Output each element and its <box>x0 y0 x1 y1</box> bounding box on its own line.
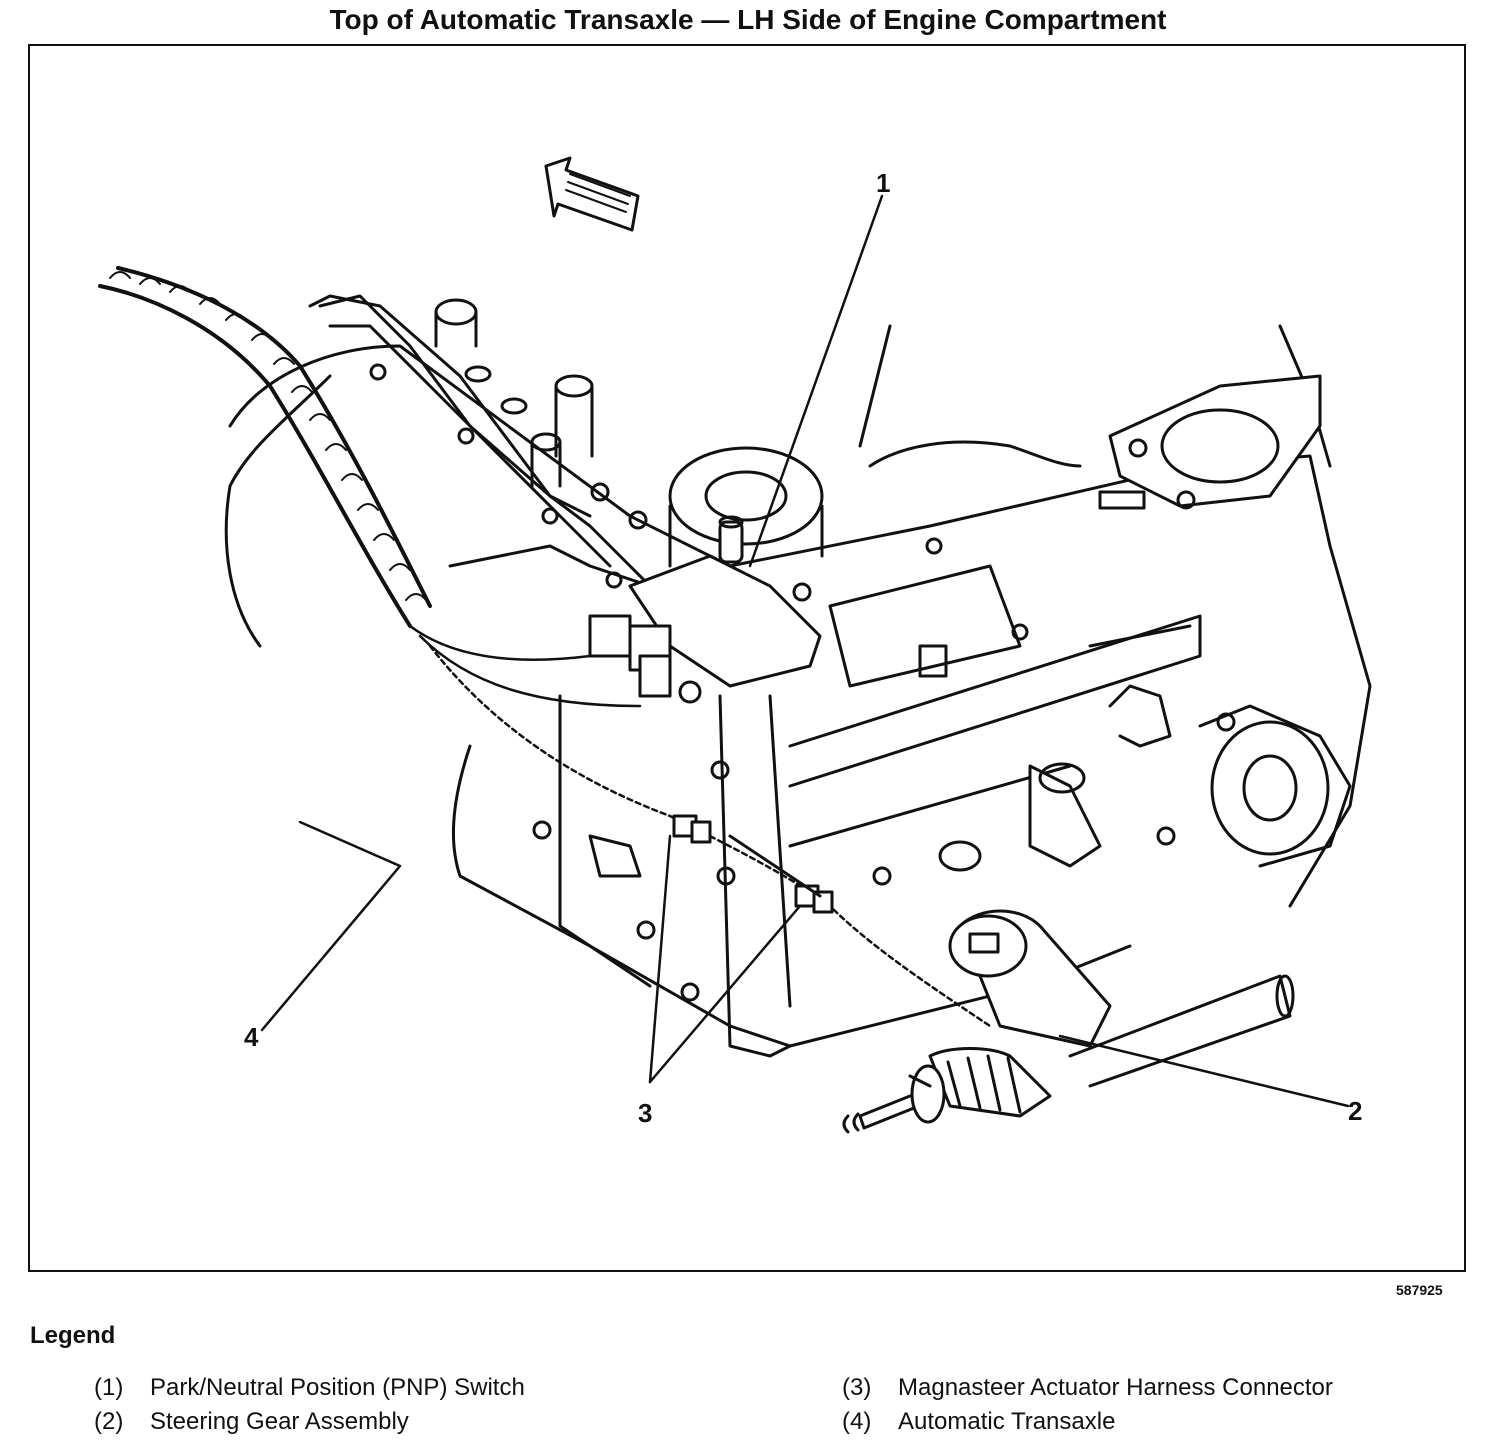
legend-item-2: (2) Steering Gear Assembly <box>94 1408 409 1436</box>
legend-item-label: Magnasteer Actuator Harness Connector <box>898 1374 1333 1401</box>
legend-item-number: (1) <box>94 1374 124 1401</box>
legend-item-number: (2) <box>94 1408 124 1435</box>
right-side-housing <box>1028 684 1352 868</box>
callout-3: 3 <box>638 1098 652 1128</box>
figure-id: 587925 <box>1396 1282 1443 1298</box>
legend-item-4: (4) Automatic Transaxle <box>842 1408 1115 1436</box>
legend-item-3: (3) Magnasteer Actuator Harness Connector <box>842 1374 1333 1402</box>
callout-2: 2 <box>1348 1096 1362 1126</box>
diagram-title: Top of Automatic Transaxle — LH Side of … <box>329 4 1167 35</box>
harness-connectors <box>588 814 834 914</box>
transaxle-flange <box>318 294 652 589</box>
transaxle-line-drawing: 1 2 3 4 <box>98 156 1372 1134</box>
mounting-bolts <box>532 537 1029 1002</box>
pnp-switch <box>588 446 824 704</box>
legend-item-number: (3) <box>842 1374 872 1401</box>
legend-item-label: Park/Neutral Position (PNP) Switch <box>150 1374 525 1401</box>
callout-4: 4 <box>244 1022 259 1052</box>
legend-item-1: (1) Park/Neutral Position (PNP) Switch <box>94 1374 525 1402</box>
callout-1: 1 <box>876 168 890 198</box>
callout-leaders <box>260 194 1350 1108</box>
wiring-harness-conduit <box>98 266 992 1028</box>
legend-item-label: Automatic Transaxle <box>898 1408 1116 1435</box>
legend-item-label: Steering Gear Assembly <box>150 1408 409 1435</box>
exhaust-flange <box>1098 374 1322 510</box>
legend-item-number: (4) <box>842 1408 872 1435</box>
legend-heading: Legend <box>30 1322 116 1349</box>
forward-direction-arrow <box>544 156 640 232</box>
steering-gear-assembly <box>842 909 1295 1134</box>
illustration-frame: 1 2 3 4 <box>28 44 1466 1272</box>
